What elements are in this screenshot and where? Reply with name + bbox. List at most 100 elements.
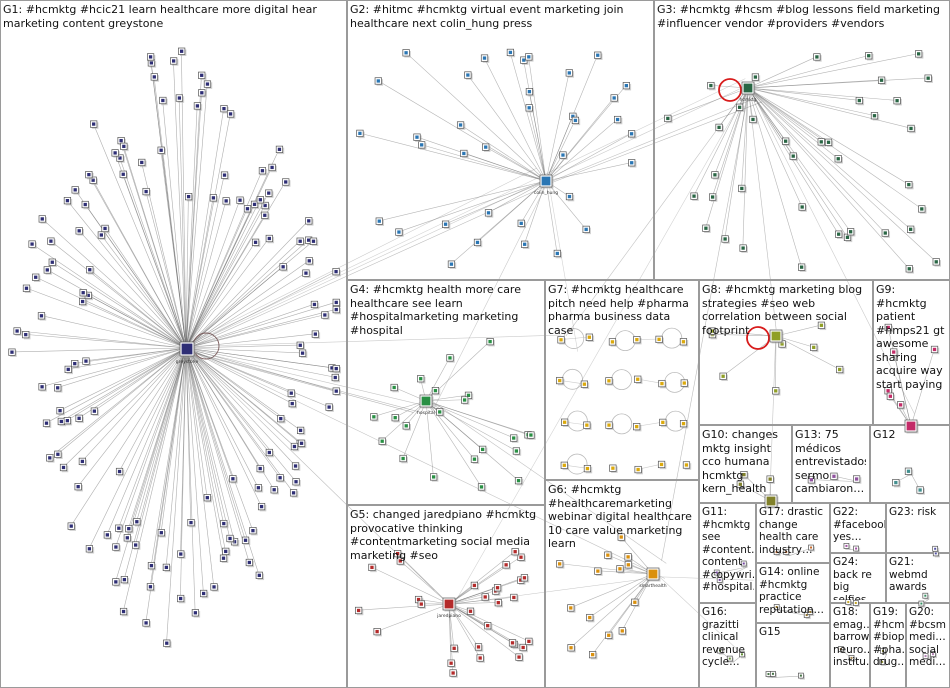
node-g1 bbox=[290, 490, 298, 498]
node-g1 bbox=[194, 103, 202, 111]
node-g1 bbox=[221, 172, 229, 180]
node-g12 bbox=[893, 479, 901, 487]
node-g1 bbox=[139, 159, 147, 167]
node-g2 bbox=[482, 144, 490, 152]
node-g5 bbox=[418, 601, 426, 609]
node-g5 bbox=[494, 584, 502, 592]
node-g2 bbox=[507, 49, 515, 57]
node-g1 bbox=[104, 532, 112, 540]
node-g3 bbox=[790, 153, 798, 161]
node-g8 bbox=[772, 388, 780, 396]
node-g4 bbox=[479, 446, 487, 454]
node-g2 bbox=[518, 220, 526, 228]
node-g8 bbox=[810, 344, 818, 352]
node-g3 bbox=[907, 226, 915, 234]
node-g2 bbox=[611, 95, 619, 103]
node-g1 bbox=[164, 640, 172, 648]
node-g7 bbox=[656, 336, 664, 344]
node-g1 bbox=[257, 197, 265, 205]
node-g5 bbox=[512, 548, 520, 556]
node-g5 bbox=[495, 599, 503, 607]
node-g1 bbox=[47, 455, 55, 463]
node-g5 bbox=[471, 582, 479, 590]
node-g1 bbox=[297, 238, 305, 246]
hub-label-g6: smarthealth bbox=[639, 583, 666, 589]
node-g6 bbox=[595, 568, 603, 576]
node-g1 bbox=[158, 529, 166, 537]
node-g3 bbox=[740, 245, 748, 253]
node-g1 bbox=[259, 167, 267, 175]
node-g1 bbox=[282, 179, 290, 187]
node-g1 bbox=[265, 190, 273, 198]
node-g3 bbox=[894, 97, 902, 105]
node-g2 bbox=[583, 226, 591, 234]
node-g1 bbox=[230, 476, 238, 484]
node-g2 bbox=[461, 150, 469, 158]
node-g7 bbox=[635, 466, 643, 474]
node-g2 bbox=[376, 218, 384, 226]
node-g1 bbox=[256, 572, 264, 580]
node-g1 bbox=[223, 198, 231, 206]
node-g1 bbox=[211, 584, 219, 592]
node-g3 bbox=[818, 139, 826, 147]
node-g1 bbox=[276, 146, 284, 154]
node-g1 bbox=[29, 241, 37, 249]
node-g5 bbox=[526, 638, 534, 646]
node-g1 bbox=[255, 484, 263, 492]
node-g1 bbox=[333, 306, 341, 314]
node-g1 bbox=[306, 258, 314, 266]
node-g4 bbox=[478, 484, 486, 492]
node-g6 bbox=[605, 552, 613, 560]
node-g12 bbox=[917, 487, 925, 495]
node-g1 bbox=[246, 559, 254, 567]
node-g1 bbox=[64, 197, 72, 205]
node-g3 bbox=[703, 225, 711, 233]
node-g6 bbox=[617, 566, 625, 574]
node-g1 bbox=[188, 519, 196, 527]
node-g4 bbox=[447, 355, 455, 363]
node-g1 bbox=[178, 48, 186, 56]
node-g13 bbox=[808, 477, 816, 485]
node-g3 bbox=[709, 194, 717, 202]
node-g1 bbox=[82, 201, 90, 209]
node-g3 bbox=[906, 181, 914, 189]
node-g9 bbox=[885, 324, 893, 332]
node-g2 bbox=[485, 210, 493, 218]
node-g1 bbox=[121, 143, 129, 151]
node-g10 bbox=[767, 476, 775, 484]
node-g1 bbox=[9, 349, 17, 357]
node-g7 bbox=[634, 336, 642, 344]
node-g1 bbox=[116, 525, 124, 533]
node-g1 bbox=[303, 270, 311, 278]
node-g4 bbox=[436, 409, 444, 417]
node-g2 bbox=[357, 130, 365, 138]
node-g6 bbox=[625, 562, 633, 570]
node-g7 bbox=[556, 377, 564, 385]
node-g1 bbox=[112, 150, 120, 158]
node-g1 bbox=[297, 427, 305, 435]
node-g4 bbox=[510, 435, 518, 443]
node-g5 bbox=[520, 644, 528, 652]
node-g4 bbox=[403, 423, 411, 431]
node-g1 bbox=[312, 331, 320, 339]
node-g7 bbox=[561, 462, 569, 470]
node-g1 bbox=[333, 388, 341, 396]
node-g6 bbox=[568, 605, 576, 613]
node-g1 bbox=[266, 235, 274, 243]
node-g1 bbox=[199, 90, 207, 98]
node-g1 bbox=[185, 193, 193, 201]
node-g1 bbox=[86, 171, 94, 179]
node-g3 bbox=[716, 124, 724, 132]
node-g1 bbox=[298, 440, 306, 448]
node-g1 bbox=[76, 415, 84, 423]
node-g3 bbox=[878, 77, 886, 85]
node-g3 bbox=[835, 231, 843, 239]
node-g5 bbox=[450, 670, 458, 678]
node-g1 bbox=[120, 608, 128, 616]
node-g2 bbox=[457, 122, 465, 130]
node-g2 bbox=[474, 239, 482, 247]
node-g3 bbox=[908, 125, 916, 133]
node-g3 bbox=[906, 266, 914, 274]
node-g7 bbox=[683, 462, 691, 470]
node-g3 bbox=[919, 206, 927, 214]
